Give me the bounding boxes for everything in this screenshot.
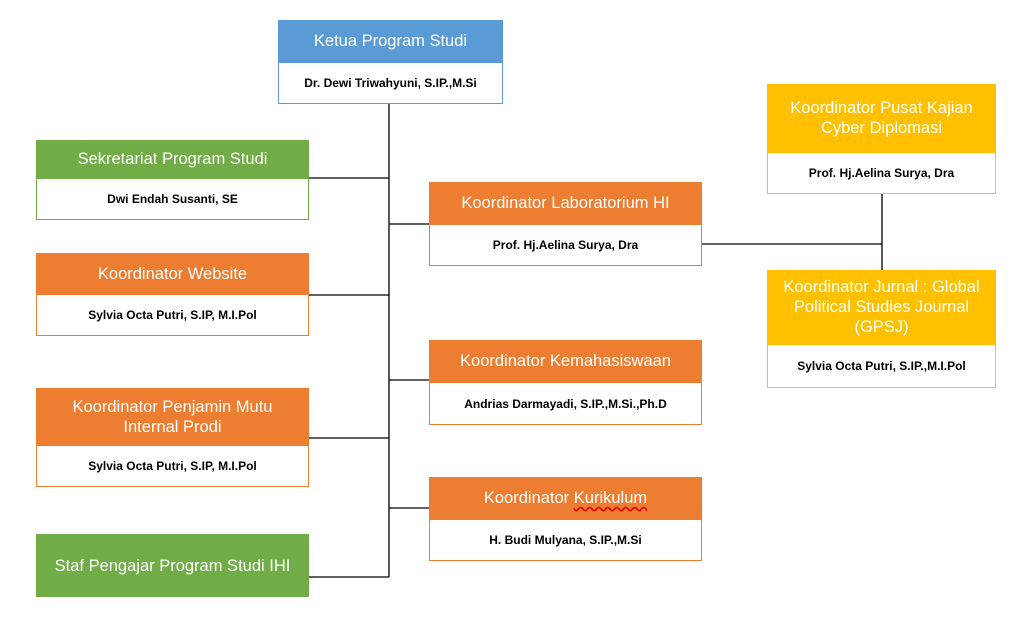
node-title: Koordinator Pusat Kajian Cyber Diplomasi — [767, 84, 996, 152]
node-person: Prof. Hj.Aelina Surya, Dra — [429, 224, 702, 266]
node-person: Andrias Darmayadi, S.IP.,M.Si.,Ph.D — [429, 382, 702, 425]
node-person: Prof. Hj.Aelina Surya, Dra — [767, 152, 996, 194]
node-title: Koordinator Penjamin Mutu Internal Prodi — [36, 388, 309, 445]
node-koordinator-website: Koordinator Website Sylvia Octa Putri, S… — [36, 253, 309, 336]
node-person: Sylvia Octa Putri, S.IP, M.I.Pol — [36, 445, 309, 487]
node-jurnal: Koordinator Jurnal : Global Political St… — [767, 270, 996, 388]
node-person: Sylvia Octa Putri, S.IP.,M.I.Pol — [767, 344, 996, 388]
title-word: Kurikulum — [573, 489, 648, 507]
node-title: Koordinator Kurikulum — [429, 477, 702, 519]
node-kurikulum: Koordinator Kurikulum H. Budi Mulyana, S… — [429, 477, 702, 561]
node-penjamin-mutu: Koordinator Penjamin Mutu Internal Prodi… — [36, 388, 309, 487]
node-person: H. Budi Mulyana, S.IP.,M.Si — [429, 519, 702, 561]
node-sekretariat: Sekretariat Program Studi Dwi Endah Susa… — [36, 140, 309, 220]
node-kemahasiswaan: Koordinator Kemahasiswaan Andrias Darmay… — [429, 340, 702, 425]
node-title: Sekretariat Program Studi — [36, 140, 309, 178]
node-title: Koordinator Kemahasiswaan — [429, 340, 702, 382]
node-person: Dwi Endah Susanti, SE — [36, 178, 309, 220]
node-ketua-program-studi: Ketua Program Studi Dr. Dewi Triwahyuni,… — [278, 20, 503, 104]
node-pusat-kajian: Koordinator Pusat Kajian Cyber Diplomasi… — [767, 84, 996, 194]
node-laboratorium: Koordinator Laboratorium HI Prof. Hj.Ael… — [429, 182, 702, 266]
node-person: Sylvia Octa Putri, S.IP, M.I.Pol — [36, 294, 309, 336]
node-title: Koordinator Website — [36, 253, 309, 294]
node-title: Koordinator Laboratorium HI — [429, 182, 702, 224]
title-prefix: Koordinator — [483, 489, 574, 507]
node-person: Dr. Dewi Triwahyuni, S.IP.,M.Si — [278, 62, 503, 104]
node-staf-pengajar: Staf Pengajar Program Studi IHI — [36, 534, 309, 597]
node-title: Ketua Program Studi — [278, 20, 503, 62]
node-title: Koordinator Jurnal : Global Political St… — [767, 270, 996, 344]
